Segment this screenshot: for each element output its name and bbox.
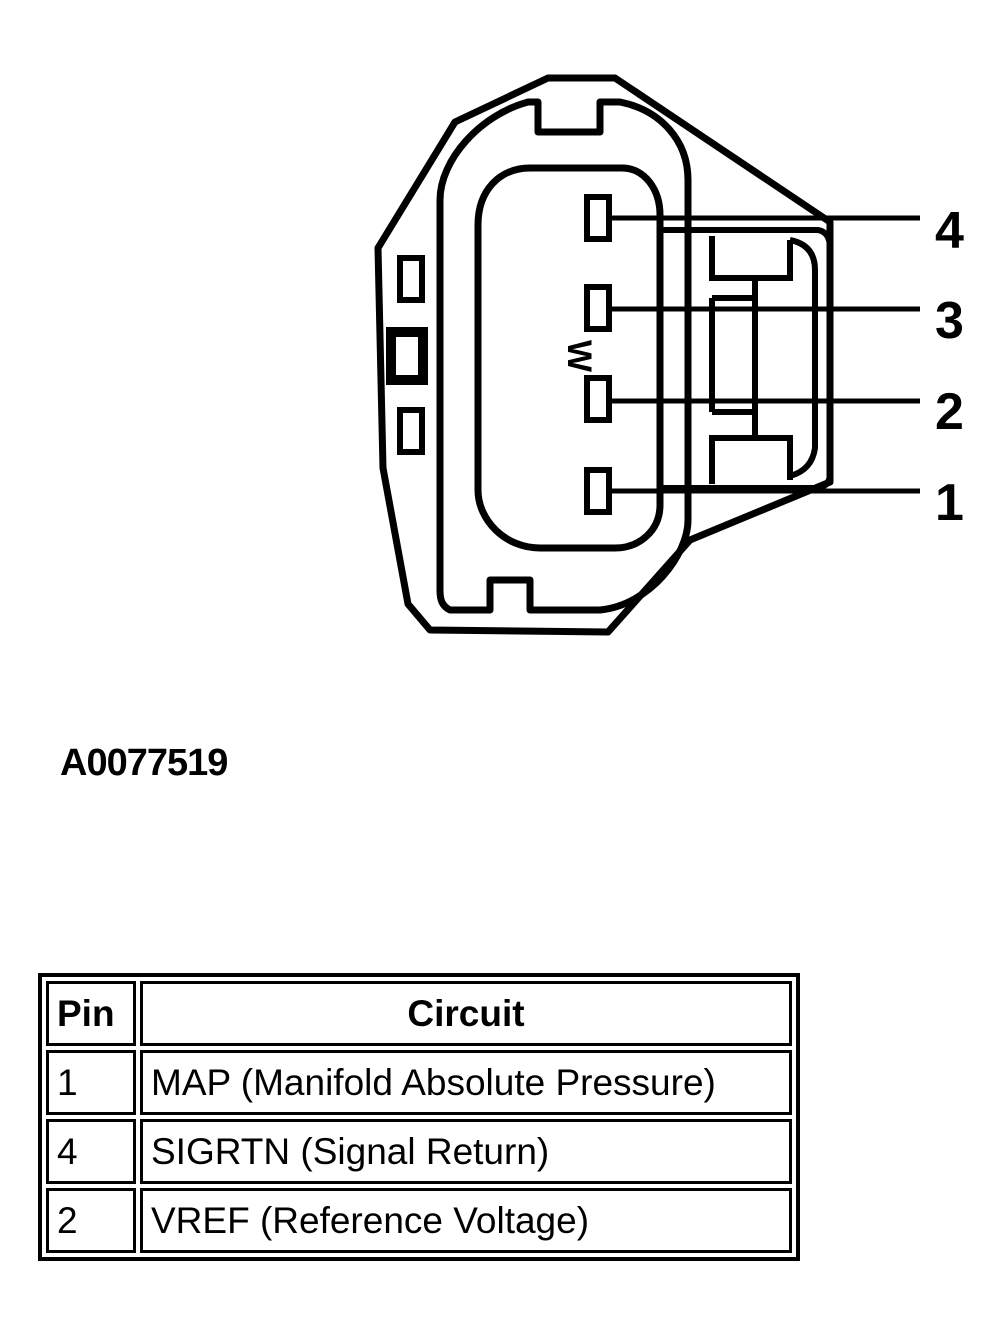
table-row: 2 VREF (Reference Voltage)	[46, 1188, 792, 1253]
connector-inner-outline	[436, 98, 692, 614]
connector-face	[474, 164, 664, 552]
terminal-2	[584, 375, 612, 423]
pin-label-1: 1	[935, 474, 964, 532]
pin-label-2: 2	[935, 383, 964, 441]
connector-diagram: W 4 3 2 1	[374, 74, 964, 636]
header-pin: Pin	[46, 981, 136, 1046]
pin-label-4: 4	[935, 202, 964, 260]
figure-id: A0077519	[60, 742, 228, 784]
latch-slot-middle	[386, 327, 428, 385]
table-row: 1 MAP (Manifold Absolute Pressure)	[46, 1050, 792, 1115]
cell-circuit: MAP (Manifold Absolute Pressure)	[140, 1050, 792, 1115]
terminal-3	[584, 284, 612, 332]
latch-slots	[386, 255, 428, 455]
latch-slot-bottom	[397, 407, 425, 455]
connector-housing-outline	[374, 74, 834, 636]
cell-pin: 2	[46, 1188, 136, 1253]
latch-slot-top	[397, 255, 425, 303]
terminal-4	[584, 194, 612, 242]
pin-label-3: 3	[935, 292, 964, 350]
rear-bracket	[660, 227, 833, 491]
table-row: 4 SIGRTN (Signal Return)	[46, 1119, 792, 1184]
table-header-row: Pin Circuit	[46, 981, 792, 1046]
leader-lines	[609, 215, 920, 494]
header-circuit: Circuit	[140, 981, 792, 1046]
cell-circuit: SIGRTN (Signal Return)	[140, 1119, 792, 1184]
pin-circuit-table: Pin Circuit 1 MAP (Manifold Absolute Pre…	[38, 973, 800, 1261]
terminal-1	[584, 467, 612, 515]
cell-pin: 4	[46, 1119, 136, 1184]
cell-circuit: VREF (Reference Voltage)	[140, 1188, 792, 1253]
key-mark: W	[560, 340, 598, 373]
cell-pin: 1	[46, 1050, 136, 1115]
